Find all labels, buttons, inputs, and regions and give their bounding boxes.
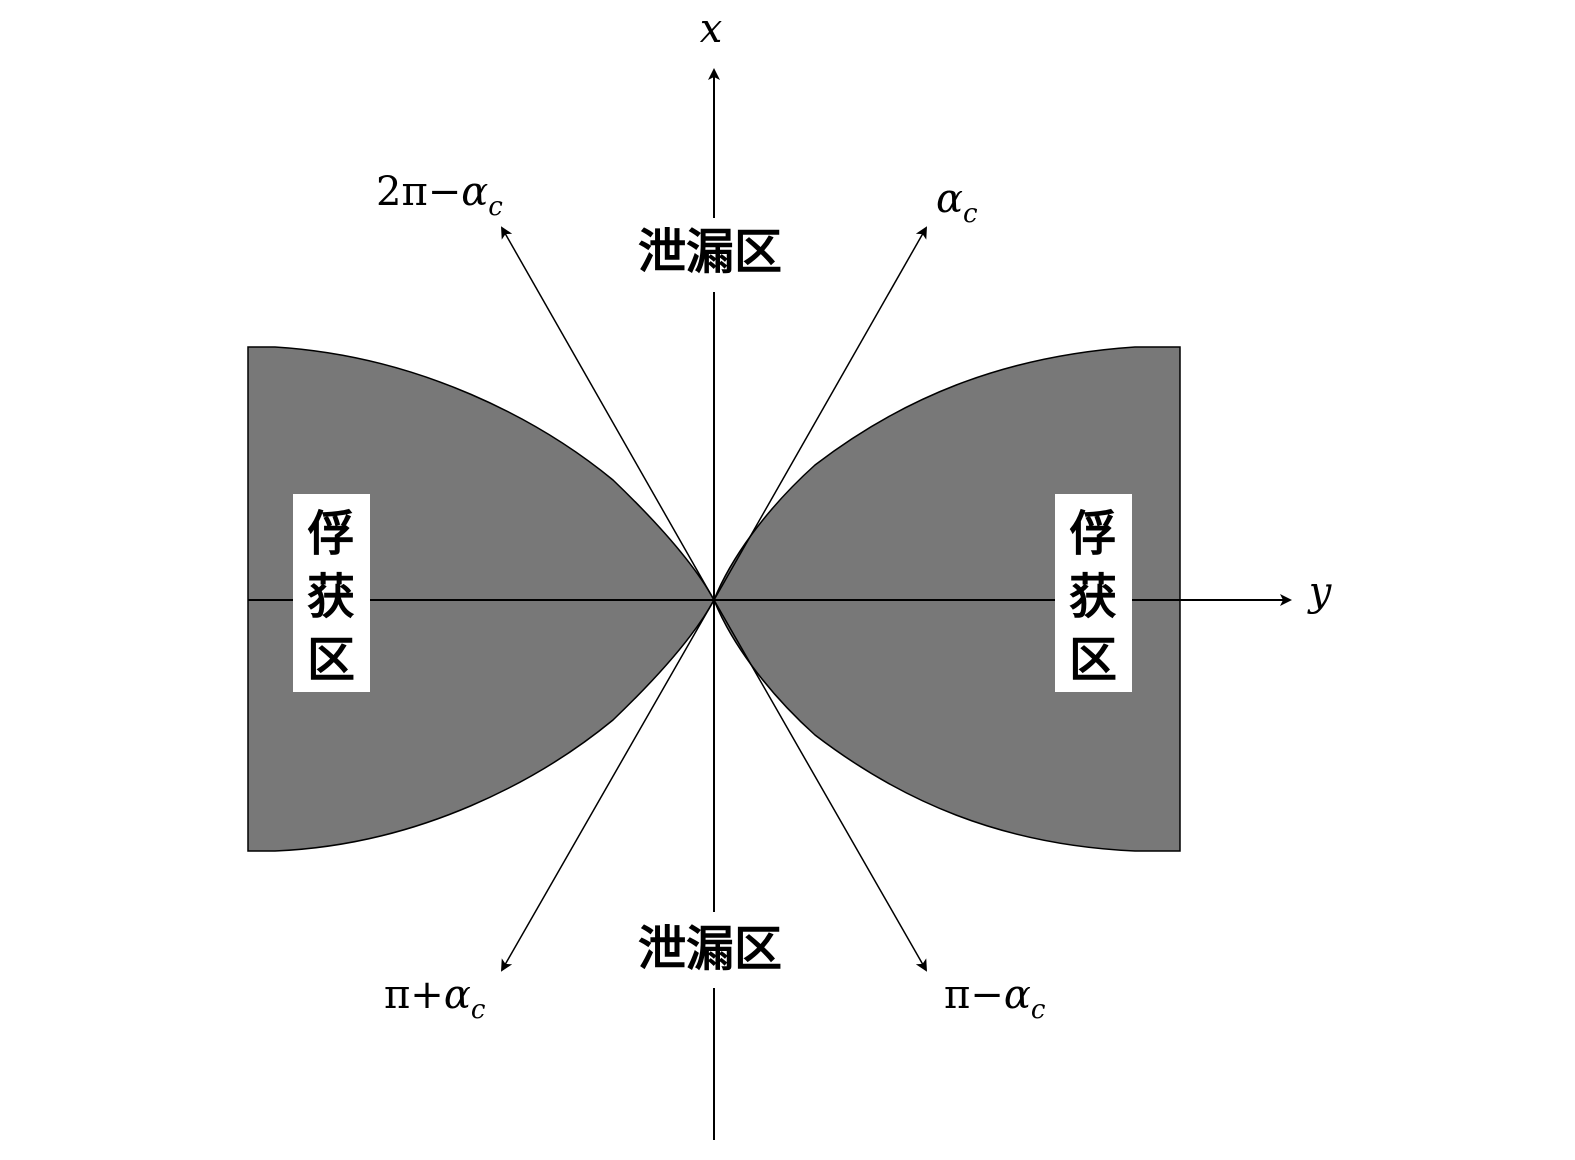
capture-zone-left-char-1: 俘 [307,506,355,562]
capture-zone-left-char-3: 区 [307,632,355,688]
label-pi-minus-alpha-c: π−αc [944,972,1046,1025]
capture-zone-right-char-3: 区 [1069,632,1117,688]
ray-pi-minus-alpha-c [713,599,927,972]
ray-two-pi-minus-alpha-c [501,226,715,601]
leakage-zone-top-label: 泄漏区 [638,224,782,280]
capture-left-label-bg [293,494,370,692]
label-two-pi-minus-alpha-c: 2π−αc [376,169,503,222]
label-alpha-c: αc [936,176,978,229]
capture-right-label-bg [1055,494,1132,692]
ray-pi-plus-alpha-c [501,599,715,972]
capture-zone-right-char-1: 俘 [1069,506,1117,562]
capture-zone-right-char-2: 获 [1069,569,1117,625]
leakage-zone-bottom-label: 泄漏区 [638,921,782,977]
y-axis-title: y [1307,569,1333,615]
leakage-bottom-label-bg [630,912,790,988]
capture-zone-left-char-2: 获 [307,569,355,625]
leakage-top-label-bg [630,218,790,292]
label-pi-plus-alpha-c: π+αc [384,972,486,1025]
ray-alpha-c [713,226,927,601]
x-axis-title: x [700,6,723,52]
